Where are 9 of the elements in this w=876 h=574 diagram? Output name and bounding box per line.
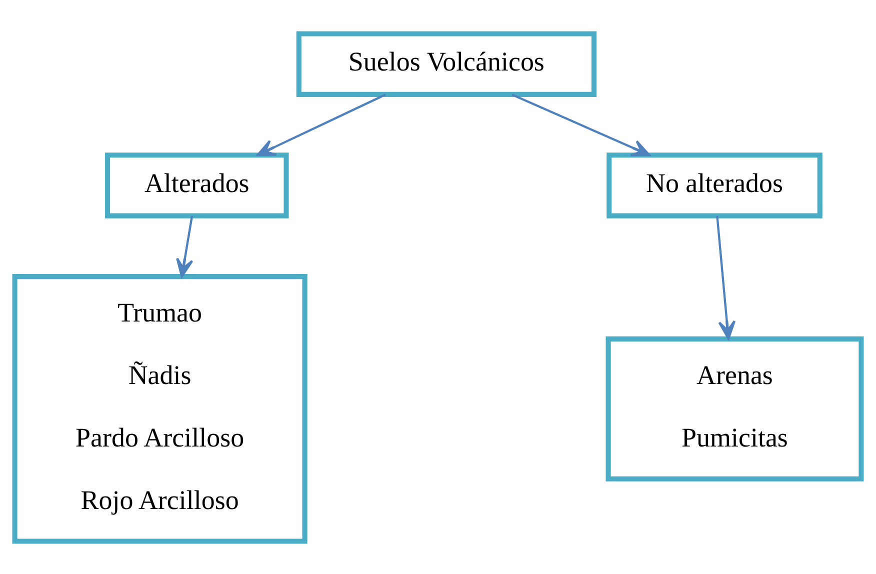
arrow xyxy=(176,215,194,277)
node-box: Trumao Ñadis Pardo Arcilloso Rojo Arcilloso xyxy=(12,274,308,544)
node-box: No alterados xyxy=(606,152,822,218)
arrow xyxy=(716,215,736,340)
arrow xyxy=(512,93,650,156)
node-box: Arenas Pumicitas xyxy=(606,336,864,481)
arrow xyxy=(256,93,386,156)
node-box: Alterados xyxy=(105,152,289,218)
node-box: Suelos Volcánicos xyxy=(296,30,596,96)
